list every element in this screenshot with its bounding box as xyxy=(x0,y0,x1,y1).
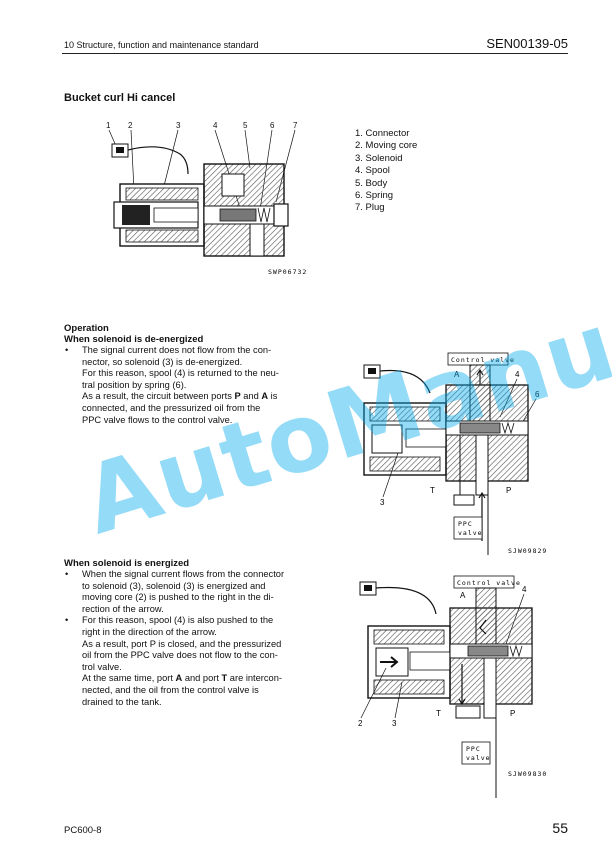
text-line: trol valve. xyxy=(82,661,122,672)
port-label: T xyxy=(221,673,228,684)
fig3-ppc-line2: valve xyxy=(466,754,491,762)
fig3-ppc-line1: PPC xyxy=(466,745,481,753)
text-line: When the signal current flows from the c… xyxy=(82,569,285,579)
fig2-callout-4: 4 xyxy=(515,370,520,379)
fig1-callout-5: 5 xyxy=(243,121,248,130)
text-line: tral position by spring (6). xyxy=(82,379,187,390)
text-line: The signal current does not flow from th… xyxy=(82,345,272,355)
solenoid-cross-section-figure: 1 2 3 4 5 6 7 SWP06732 xyxy=(106,121,307,276)
text-line: drained to the tank. xyxy=(82,696,162,707)
fig3-port-p: P xyxy=(510,709,515,718)
deenergized-heading: When solenoid is de-energized xyxy=(64,334,204,345)
fig1-callout-6: 6 xyxy=(270,121,275,130)
fig2-control-valve-label: Control valve xyxy=(451,356,515,364)
parts-list-item: 7. Plug xyxy=(355,202,385,214)
text-run: and port xyxy=(182,673,222,684)
text-run: is xyxy=(268,391,278,402)
fig3-callout-4: 4 xyxy=(522,585,527,594)
text-line: As a result, the circuit between ports P… xyxy=(82,391,300,403)
fig1-callout-1: 1 xyxy=(106,121,111,130)
parts-list-item: 6. Spring xyxy=(355,190,394,202)
parts-list-item: 4. Spool xyxy=(355,165,390,177)
fig3-code: SJW09830 xyxy=(508,770,547,778)
text-line: PPC valve flows to the control valve. xyxy=(82,414,233,425)
page-title: Bucket curl Hi cancel xyxy=(64,92,176,104)
text-line: right in the direction of the arrow. xyxy=(82,626,217,637)
text-line: nected, and the oil from the control val… xyxy=(82,684,259,695)
fig2-callout-6: 6 xyxy=(535,390,540,399)
text-line: connected, and the pressurized oil from … xyxy=(82,402,261,413)
port-label: A xyxy=(175,673,183,684)
header-rule xyxy=(62,53,568,54)
operation-energized-section: When solenoid is energized When the sign… xyxy=(64,558,300,708)
fig3-port-a: A xyxy=(460,591,466,600)
text-run: and xyxy=(240,391,262,402)
text-run: As a result, the circuit between ports xyxy=(82,391,235,402)
text-line: rection of the arrow. xyxy=(82,603,164,614)
text-line: oil from the PPC valve does not flow to … xyxy=(82,650,278,661)
fig2-code: SJW09829 xyxy=(508,547,547,555)
fig3-port-t: T xyxy=(436,709,441,718)
fig1-callout-4: 4 xyxy=(213,121,218,130)
fig3-callout-3: 3 xyxy=(392,719,397,728)
deenergized-diagram-figure: Control valve A 4 6 T P 3 PPC valve SJW0… xyxy=(363,352,547,555)
fig1-callout-3: 3 xyxy=(176,121,181,130)
fig2-port-a: A xyxy=(454,370,460,379)
text-line: As a result, port P is closed, and the p… xyxy=(82,638,282,649)
footer-page-number: 55 xyxy=(552,820,568,836)
fig3-control-valve-label: Control valve xyxy=(457,579,521,587)
fig3-callout-2: 2 xyxy=(358,719,363,728)
header-section-title: 10 Structure, function and maintenance s… xyxy=(64,40,259,50)
fig2-ppc-line2: valve xyxy=(458,529,483,537)
parts-list-item: 3. Solenoid xyxy=(355,152,403,164)
fig2-port-p: P xyxy=(506,486,511,495)
energized-bullet-1: When the signal current flows from the c… xyxy=(64,569,300,615)
header-doc-code: SEN00139-05 xyxy=(486,36,568,51)
operation-heading: Operation xyxy=(64,323,109,334)
energized-bullet-2: For this reason, spool (4) is also pushe… xyxy=(64,615,300,708)
parts-list: 1. Connector 2. Moving core 3. Solenoid … xyxy=(355,128,417,215)
fig2-callout-3: 3 xyxy=(380,498,385,507)
parts-list-item: 1. Connector xyxy=(355,128,410,139)
text-line: For this reason, spool (4) is also pushe… xyxy=(82,615,274,626)
port-label: A xyxy=(261,391,269,402)
text-line: moving core (2) is pushed to the right i… xyxy=(82,592,274,603)
fig1-callout-2: 2 xyxy=(128,121,133,130)
energized-heading: When solenoid is energized xyxy=(64,558,190,569)
text-line: nector, so solenoid (3) is de-energized. xyxy=(82,356,243,367)
port-label: P xyxy=(234,391,241,402)
parts-list-item: 2. Moving core xyxy=(355,140,418,152)
fig1-callout-7: 7 xyxy=(293,121,298,130)
text-line: At the same time, port A and port T are … xyxy=(82,673,300,685)
text-line: to solenoid (3), solenoid (3) is energiz… xyxy=(82,580,266,591)
energized-diagram-figure: Control valve A 4 T P 2 3 PPC valve SJW0… xyxy=(358,575,547,798)
text-run: At the same time, port xyxy=(82,673,176,684)
operation-deenergized-section: Operation When solenoid is de-energized … xyxy=(64,323,300,426)
deenergized-bullet: The signal current does not flow from th… xyxy=(64,345,300,426)
text-line: For this reason, spool (4) is returned t… xyxy=(82,368,279,379)
footer-model: PC600-8 xyxy=(64,825,102,836)
fig2-ppc-line1: PPC xyxy=(458,520,473,528)
text-run: are intercon- xyxy=(227,673,282,684)
parts-list-item: 5. Body xyxy=(355,177,388,189)
fig1-code: SWP06732 xyxy=(268,268,307,276)
fig2-port-t: T xyxy=(430,486,435,495)
